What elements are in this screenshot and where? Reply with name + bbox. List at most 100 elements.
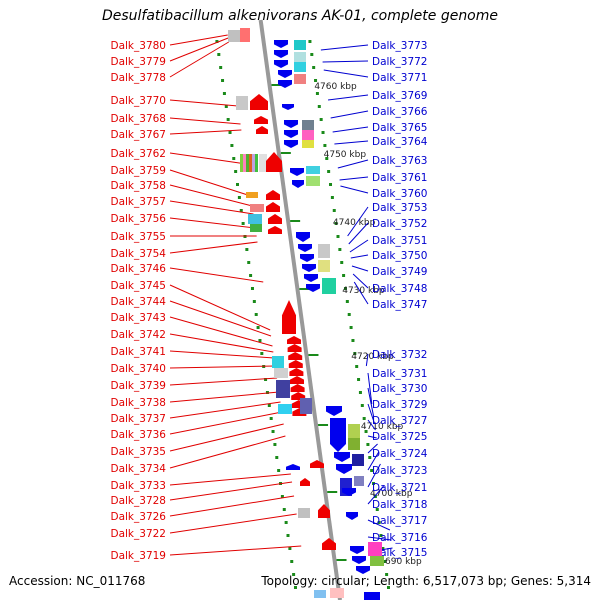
right-leader-line xyxy=(337,159,369,169)
gene-label-left: Dalk_3762 xyxy=(111,148,167,160)
left-track-tick xyxy=(256,326,260,329)
reverse-gene-arrow xyxy=(302,264,316,272)
gene-label-left: Dalk_3758 xyxy=(111,180,167,192)
gene-label-right: Dalk_3765 xyxy=(372,122,428,134)
reverse-gene-arrow xyxy=(336,464,352,474)
reverse-gene-arrow xyxy=(352,556,366,564)
gene-block xyxy=(348,438,360,450)
left-leader-line xyxy=(169,333,274,353)
left-track-tick xyxy=(217,53,221,56)
gene-block-segment xyxy=(243,154,246,172)
forward-gene-arrow xyxy=(266,152,282,172)
reverse-gene-arrow xyxy=(274,50,288,58)
right-leader-line xyxy=(367,463,381,488)
right-leader-line xyxy=(328,94,369,101)
right-leader-line xyxy=(348,222,369,245)
kbp-label: 4760 kbp xyxy=(314,82,357,92)
left-track-tick xyxy=(222,92,226,95)
gene-label-left: Dalk_3728 xyxy=(111,495,167,507)
gene-label-left: Dalk_3757 xyxy=(111,196,167,208)
gene-block-segment xyxy=(240,154,243,172)
left-track-tick xyxy=(228,131,232,134)
gene-block xyxy=(240,28,250,42)
gene-label-right: Dalk_3715 xyxy=(372,547,428,559)
right-track-tick xyxy=(315,92,319,95)
left-track-tick xyxy=(234,170,238,173)
gene-block xyxy=(294,62,306,72)
right-track-tick xyxy=(349,326,353,329)
gene-label-left: Dalk_3726 xyxy=(111,511,167,523)
left-leader-line xyxy=(169,37,229,62)
right-track-tick xyxy=(357,378,361,381)
right-track-tick xyxy=(368,456,372,459)
gene-label-left: Dalk_3767 xyxy=(111,129,167,141)
gene-block xyxy=(250,204,264,212)
left-track-tick xyxy=(282,508,286,511)
right-leader-line xyxy=(367,519,391,531)
gene-label-left: Dalk_3746 xyxy=(111,263,167,275)
left-leader-line xyxy=(169,350,275,359)
forward-gene-arrow xyxy=(266,202,280,212)
left-track-tick xyxy=(245,248,249,251)
right-track-tick xyxy=(364,430,368,433)
right-leader-line xyxy=(367,387,375,417)
right-leader-line xyxy=(350,254,369,259)
right-leader-line xyxy=(367,536,392,541)
right-leader-line xyxy=(330,110,369,119)
gene-label-right: Dalk_3732 xyxy=(372,349,428,361)
left-leader-line xyxy=(169,545,302,556)
left-leader-line xyxy=(169,300,272,337)
kbp-label: 4710 kbp xyxy=(361,422,404,432)
left-track-tick xyxy=(288,547,292,550)
gene-block xyxy=(330,588,344,598)
gene-block xyxy=(294,52,306,62)
gene-label-right: Dalk_3769 xyxy=(372,90,428,102)
reverse-gene-arrow xyxy=(350,546,364,554)
left-track-tick xyxy=(250,287,254,290)
gene-block xyxy=(302,140,314,148)
right-leader-line xyxy=(367,372,373,405)
backbone-line xyxy=(258,19,342,600)
left-track-tick xyxy=(237,196,241,199)
gene-block-segment xyxy=(249,154,252,172)
left-leader-line xyxy=(169,377,278,386)
gene-label-left: Dalk_3733 xyxy=(111,480,167,492)
right-track-tick xyxy=(330,196,334,199)
left-leader-line xyxy=(169,435,286,469)
right-track-tick xyxy=(379,534,383,537)
left-track-tick xyxy=(252,300,256,303)
reverse-gene-arrow xyxy=(284,120,298,128)
gene-block xyxy=(294,74,306,84)
right-track-tick xyxy=(372,482,376,485)
gene-block xyxy=(322,278,336,294)
left-leader-line xyxy=(169,316,273,347)
reverse-gene-arrow xyxy=(330,418,346,452)
gene-label-right: Dalk_3731 xyxy=(372,368,428,380)
right-track-tick xyxy=(314,79,318,82)
gene-label-left: Dalk_3768 xyxy=(111,113,167,125)
right-leader-line xyxy=(340,185,369,194)
forward-gene-arrow xyxy=(322,538,336,550)
left-track-tick xyxy=(221,79,225,82)
forward-gene-arrow xyxy=(310,460,324,468)
gene-label-left: Dalk_3745 xyxy=(111,280,167,292)
right-track-tick xyxy=(355,365,359,368)
gene-block xyxy=(302,130,314,140)
right-leader-line xyxy=(367,443,378,454)
reverse-gene-arrow xyxy=(292,180,304,188)
gene-label-right: Dalk_3727 xyxy=(372,415,428,427)
reverse-gene-arrow xyxy=(284,130,298,138)
left-track-tick xyxy=(232,157,236,160)
reverse-gene-arrow xyxy=(346,512,358,520)
right-track-tick xyxy=(383,560,387,563)
gene-block xyxy=(354,476,364,486)
forward-gene-arrow xyxy=(282,300,296,334)
left-leader-line xyxy=(169,217,256,229)
right-track-tick xyxy=(336,235,340,238)
reverse-gene-arrow xyxy=(274,60,288,68)
genome-summary: Topology: circular; Length: 6,517,073 bp… xyxy=(261,574,591,588)
gene-block-segment xyxy=(252,154,255,172)
gene-block xyxy=(318,244,330,258)
gene-label-right: Dalk_3748 xyxy=(372,283,428,295)
